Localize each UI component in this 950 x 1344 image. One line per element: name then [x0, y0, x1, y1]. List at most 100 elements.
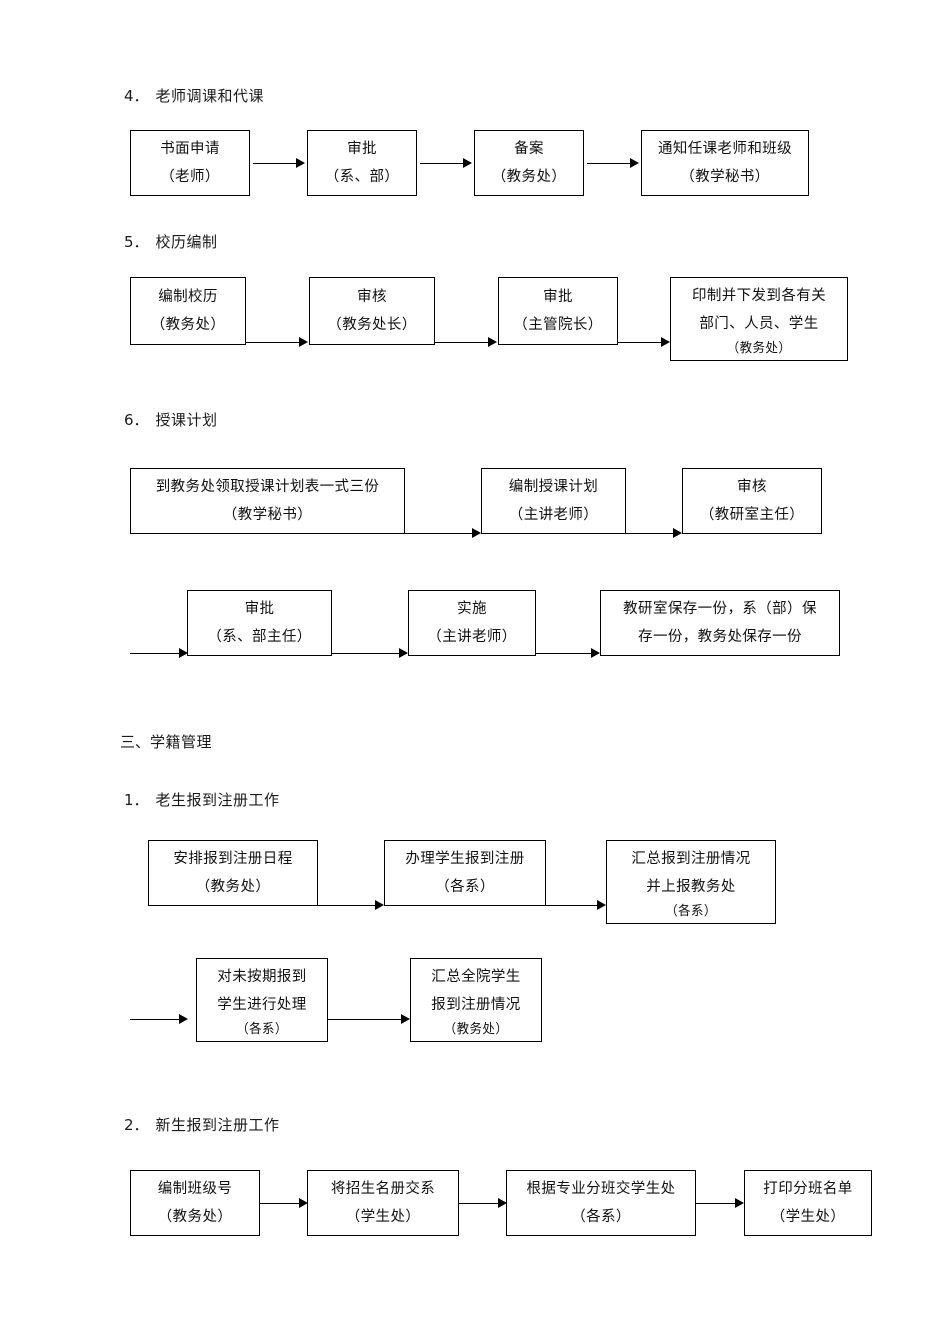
section-title: 学籍管理 [150, 733, 213, 751]
box-line: （教务处长） [327, 317, 417, 333]
flow-arrow [405, 528, 481, 538]
box-line: （教务处） [150, 317, 226, 333]
box-line: 备案 [514, 141, 544, 157]
flow-box[interactable]: 汇总报到注册情况 并上报教务处 （各系） [606, 840, 776, 924]
flow-arrow [246, 337, 308, 347]
flow-arrow [618, 337, 670, 347]
box-line: 审核 [737, 479, 767, 495]
section-heading-6: 6． 授课计划 [124, 410, 218, 430]
flow-box[interactable]: 办理学生报到注册 （各系） [384, 840, 546, 906]
flow-box[interactable]: 审批 （系、部） [307, 130, 417, 196]
flow-arrow [587, 158, 639, 168]
flow-box[interactable]: 将招生名册交系 （学生处） [307, 1170, 459, 1236]
flow-arrow [328, 1014, 410, 1024]
section-title: 新生报到注册工作 [155, 1116, 280, 1134]
flow-box[interactable]: 通知任课老师和班级 （教学秘书） [641, 130, 809, 196]
box-line: 部门、人员、学生 [699, 316, 819, 332]
box-line: （教研室主任） [699, 507, 805, 523]
box-line: 印制并下发到各有关 [691, 288, 827, 304]
box-line: 存一份，教务处保存一份 [638, 629, 802, 645]
flow-box[interactable]: 编制校历 （教务处） [130, 277, 246, 345]
box-line: 打印分班名单 [763, 1181, 853, 1197]
box-line: （学生处） [345, 1209, 421, 1225]
flow-box[interactable]: 书面申请 （老师） [130, 130, 250, 196]
flow-arrow [435, 337, 497, 347]
box-line: 编制校历 [158, 289, 218, 305]
box-line: （教学秘书） [222, 507, 313, 523]
box-line-clipped: （教务处） [726, 339, 792, 356]
section-heading-3-1: 1． 老生报到注册工作 [124, 790, 280, 810]
box-line: 将招生名册交系 [330, 1181, 436, 1197]
flow-arrow [696, 1198, 744, 1208]
section-heading-5: 5． 校历编制 [124, 232, 218, 252]
flow-arrow-incoming [130, 1014, 188, 1024]
box-line: 学生进行处理 [217, 997, 307, 1013]
flow-box[interactable]: 打印分班名单 （学生处） [744, 1170, 872, 1236]
section-number: 6． [124, 411, 149, 429]
flow-box[interactable]: 审批 （系、部主任） [187, 590, 332, 656]
box-line: 教研室保存一份，系（部）保 [623, 601, 817, 617]
box-line: 审核 [357, 289, 387, 305]
flow-box[interactable]: 审核 （教务处长） [309, 277, 435, 345]
section-title: 老师调课和代课 [155, 87, 265, 105]
flow-box[interactable]: 编制班级号 （教务处） [130, 1170, 260, 1236]
box-line: （老师） [160, 169, 220, 185]
box-line: 汇总全院学生 [431, 969, 521, 985]
box-line: 根据专业分班交学生处 [526, 1181, 676, 1197]
box-line: 审批 [347, 141, 377, 157]
box-line: 办理学生报到注册 [405, 851, 525, 867]
flow-box[interactable]: 对未按期报到 学生进行处理 （各系） [196, 958, 328, 1042]
box-line: 书面申请 [160, 141, 220, 157]
flow-arrow [536, 648, 600, 658]
section-number: 5． [124, 233, 149, 251]
box-line: （主讲老师） [427, 629, 517, 645]
section-heading-3-2: 2． 新生报到注册工作 [124, 1115, 280, 1135]
box-line: 汇总报到注册情况 [631, 851, 751, 867]
box-line: 通知任课老师和班级 [657, 141, 793, 157]
box-line: 审批 [543, 289, 573, 305]
flow-box[interactable]: 汇总全院学生 报到注册情况 （教务处） [410, 958, 542, 1042]
section-number: 三、 [120, 733, 151, 751]
box-line: （主管院长） [513, 317, 603, 333]
flow-box[interactable]: 教研室保存一份，系（部）保 存一份，教务处保存一份 [600, 590, 840, 656]
section-title: 老生报到注册工作 [155, 791, 280, 809]
flow-box[interactable]: 实施 （主讲老师） [408, 590, 536, 656]
flow-box[interactable]: 编制授课计划 （主讲老师） [481, 468, 626, 534]
section-number: 1． [124, 791, 149, 809]
flow-arrow [253, 158, 305, 168]
flow-box[interactable]: 审核 （教研室主任） [682, 468, 822, 534]
box-line: 编制班级号 [157, 1181, 233, 1197]
box-line: 实施 [457, 601, 487, 617]
box-line: （教务处） [157, 1209, 233, 1225]
flow-box[interactable]: 印制并下发到各有关 部门、人员、学生 （教务处） [670, 277, 848, 361]
section-heading-4: 4．老师调课和代课 [124, 86, 264, 106]
box-line: 到教务处领取授课计划表一式三份 [155, 479, 380, 495]
box-line: 安排报到注册日程 [173, 851, 293, 867]
flow-arrow [546, 900, 606, 910]
flow-box[interactable]: 备案 （教务处） [474, 130, 584, 196]
box-line: 编制授课计划 [508, 479, 599, 495]
box-line: （主讲老师） [508, 507, 599, 523]
box-line: （教务处） [491, 169, 567, 185]
flow-box[interactable]: 安排报到注册日程 （教务处） [148, 840, 318, 906]
flow-arrow [332, 648, 408, 658]
box-line-clipped: （各系） [236, 1020, 288, 1037]
section-number: 2． [124, 1116, 149, 1134]
flow-box[interactable]: 到教务处领取授课计划表一式三份 （教学秘书） [130, 468, 405, 534]
flow-arrow [626, 528, 682, 538]
box-line: （各系） [435, 879, 495, 895]
box-line: （各系） [571, 1209, 631, 1225]
flow-arrow [459, 1198, 507, 1208]
flow-box[interactable]: 审批 （主管院长） [498, 277, 618, 345]
section-title: 授课计划 [155, 411, 218, 429]
section-title: 校历编制 [155, 233, 218, 251]
flow-arrow-incoming [130, 648, 188, 658]
flow-box[interactable]: 根据专业分班交学生处 （各系） [506, 1170, 696, 1236]
box-line: 对未按期报到 [217, 969, 307, 985]
section-heading-major-3: 三、学籍管理 [120, 732, 212, 752]
box-line: （教学秘书） [680, 169, 770, 185]
box-line-clipped: （教务处） [443, 1020, 509, 1037]
box-line: （教务处） [195, 879, 271, 895]
box-line: 并上报教务处 [646, 879, 736, 895]
